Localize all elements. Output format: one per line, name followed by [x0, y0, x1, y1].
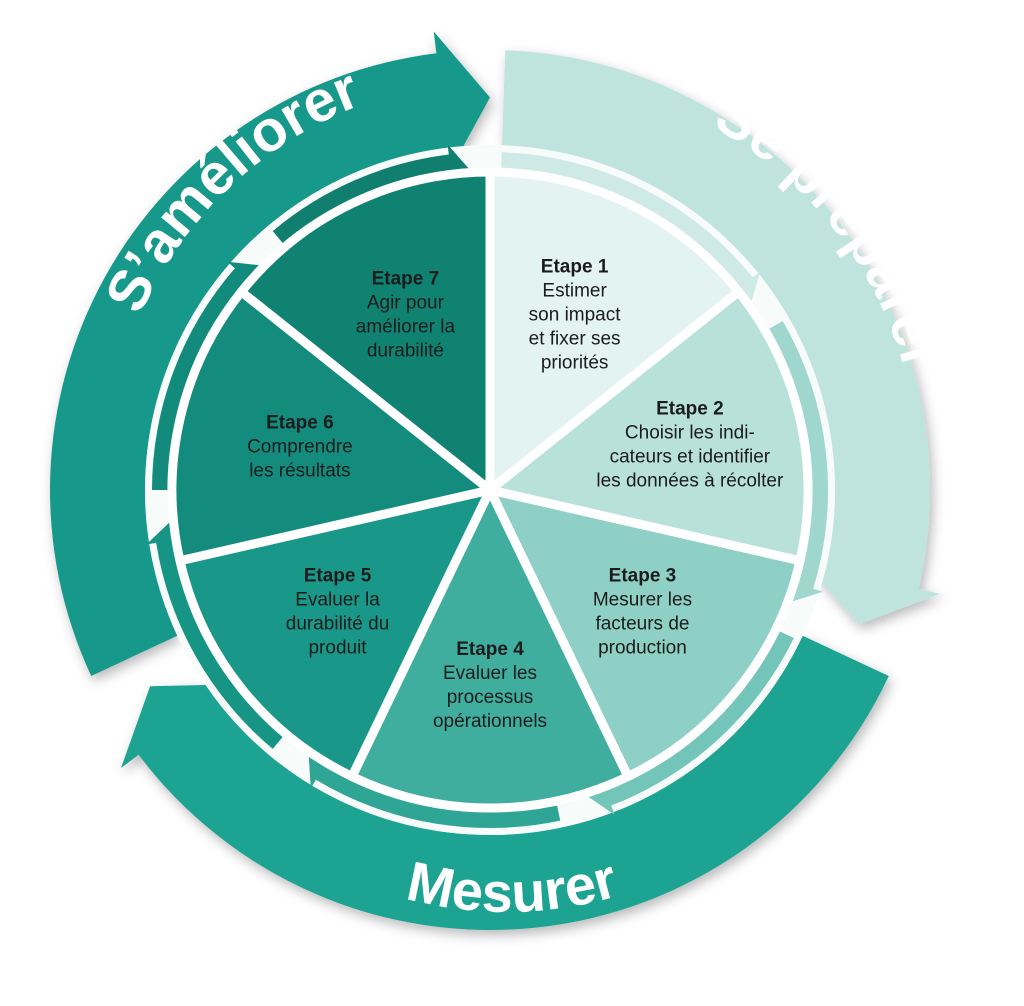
step-title: Etape 2 — [656, 398, 724, 419]
step-label-3: Etape 3 Mesurer les facteurs de production — [593, 566, 692, 659]
step-description-line: son impact — [529, 304, 622, 325]
step-description-line: processus — [447, 687, 534, 708]
step-labels: Etape 1 Estimer son impact et fixer ses prio… — [247, 256, 784, 732]
step-wedges — [167, 167, 813, 813]
step-label-4: Etape 4 Evaluer les processus opérationnels — [433, 639, 547, 732]
step-wedge-3 — [485, 485, 805, 782]
phase-arrow-improve — [50, 31, 490, 676]
step-description-line: Evaluer la — [295, 590, 380, 611]
step-label-1: Etape 1 Estimer son impact et fixer ses prio… — [529, 256, 622, 373]
step-label-6: Etape 6 Comprendre les résultats — [247, 413, 353, 482]
step-description-line: les résultats — [249, 461, 350, 482]
center-hub — [485, 485, 495, 495]
step-description-line: et fixer ses — [529, 328, 621, 349]
step-title: Etape 7 — [372, 268, 440, 289]
step-description-line: production — [598, 638, 687, 659]
step-description-line: Comprendre — [247, 437, 353, 458]
step-description-line: Estimer — [542, 280, 607, 301]
step-title: Etape 4 — [456, 639, 524, 660]
step-description-line: opérationnels — [433, 711, 547, 732]
step-wedge-1 — [485, 167, 744, 495]
step-description-line: Mesurer les — [593, 590, 692, 611]
step-description-line: cateurs et identifier — [610, 446, 771, 467]
step-title: Etape 3 — [609, 566, 677, 587]
outer-ring — [50, 31, 941, 930]
step-wedge-6 — [167, 287, 495, 566]
step-description-line: produit — [308, 638, 367, 659]
step-wedge-4 — [347, 485, 633, 813]
step-description-line: durabilité — [367, 340, 444, 361]
step-description-line: facteurs de — [595, 614, 689, 635]
step-label-5: Etape 5 Evaluer la durabilité du produit — [286, 566, 390, 659]
step-label-7: Etape 7 Agir pour améliorer la durabilité — [356, 268, 456, 361]
step-description-line: durabilité du — [286, 614, 390, 635]
step-title: Etape 6 — [266, 413, 334, 434]
step-title: Etape 5 — [304, 566, 372, 587]
step-description-line: les données à récolter — [596, 470, 784, 491]
step-description-line: priorités — [541, 352, 609, 373]
phase-arrow-prepare — [502, 50, 941, 625]
step-wedge-2 — [485, 287, 813, 566]
step-description-line: Choisir les indi- — [625, 422, 755, 443]
phase-arrow-measure — [121, 635, 889, 930]
step-description-line: Evaluer les — [443, 663, 537, 684]
step-wedge-5 — [175, 485, 495, 782]
step-label-2: Etape 2 Choisir les indi-cateurs et ident… — [596, 398, 784, 491]
step-title: Etape 1 — [541, 256, 609, 277]
step-description-line: Agir pour — [367, 292, 445, 313]
step-wedge-7 — [236, 167, 495, 495]
step-description-line: améliorer la — [356, 316, 456, 337]
